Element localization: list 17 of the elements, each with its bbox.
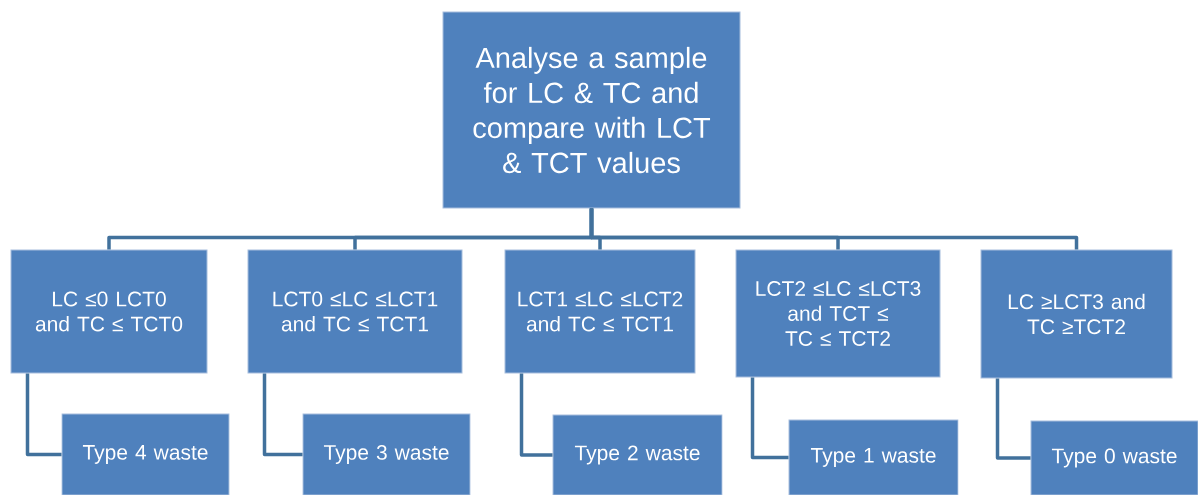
condition-box: LCT2 ≤LC ≤LCT3 and TCT ≤ TC ≤ TCT2 [735, 249, 941, 378]
result-box: Type 1 waste [788, 419, 959, 495]
process-box: Analyse a sample for LC & TC and compare with LCT & TCT values [442, 11, 741, 209]
connector-line [262, 373, 303, 457]
condition-box: LC ≥LCT3 and TC ≥TCT2 [980, 249, 1173, 379]
condition-box: LC ≤0 LCT0 and TC ≤ TCT0 [10, 249, 208, 374]
result-box: Type 0 waste [1030, 420, 1198, 495]
connector-line [995, 378, 1031, 460]
connector-line [589, 208, 1079, 250]
condition-box: LCT1 ≤LC ≤LCT2 and TC ≤ TCT1 [504, 249, 696, 374]
result-box: Type 2 waste [552, 414, 723, 495]
result-box: Type 4 waste [61, 413, 230, 495]
connector-line [25, 373, 62, 457]
connector-line [750, 377, 789, 460]
condition-box: LCT0 ≤LC ≤LCT1 and TC ≤ TCT1 [247, 249, 463, 374]
result-box: Type 3 waste [302, 413, 471, 495]
connector-line [519, 373, 553, 457]
